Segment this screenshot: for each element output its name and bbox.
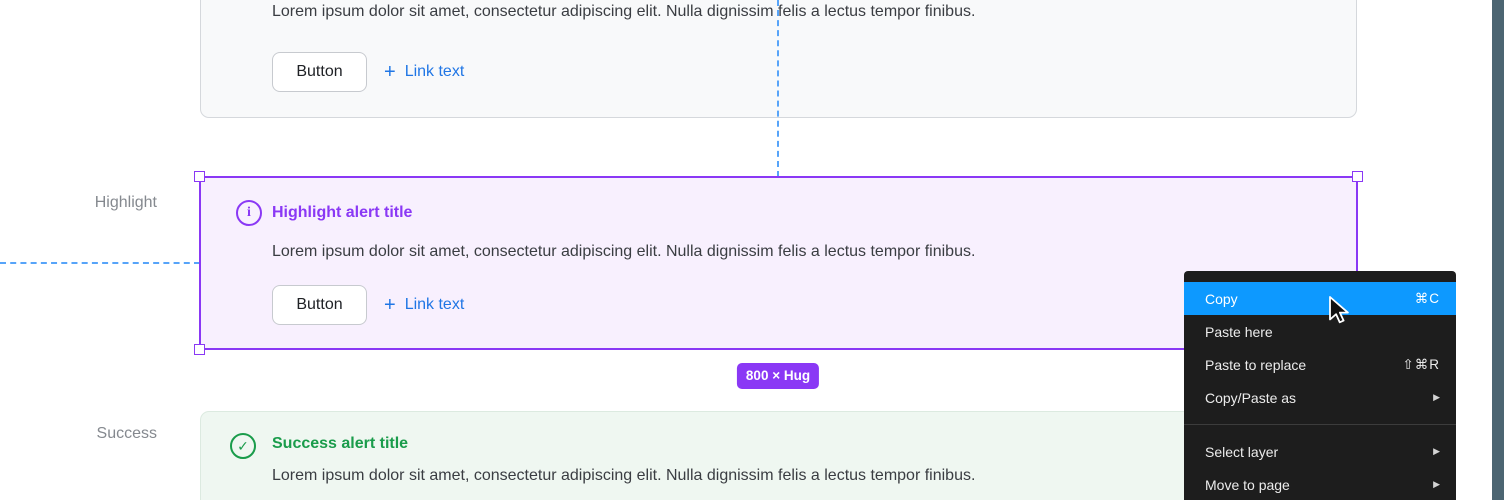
horizontal-alignment-guide [0, 262, 200, 264]
menu-item-move-to-page[interactable]: Move to page ▶ [1184, 468, 1456, 500]
highlight-alert-body: Lorem ipsum dolor sit amet, consectetur … [272, 243, 976, 260]
submenu-arrow-icon: ▶ [1433, 479, 1440, 489]
alert-link[interactable]: + Link text [384, 52, 464, 92]
menu-divider [1184, 424, 1456, 425]
menu-item-label: Copy [1205, 290, 1238, 307]
section-label-highlight: Highlight [94, 194, 157, 211]
menu-item-shortcut: ⇧⌘R [1402, 356, 1440, 372]
menu-item-label: Move to page [1205, 476, 1290, 493]
vertical-alignment-guide [777, 0, 779, 177]
check-circle-icon: ✓ [230, 433, 256, 459]
submenu-arrow-icon: ▶ [1433, 392, 1440, 402]
highlight-alert-title: Highlight alert title [272, 204, 413, 221]
alert-button[interactable]: Button [272, 52, 367, 92]
menu-item-label: Paste to replace [1205, 356, 1307, 373]
submenu-arrow-icon: ▶ [1433, 446, 1440, 456]
highlight-alert-link[interactable]: + Link text [384, 285, 464, 325]
alert-card-highlight[interactable] [200, 177, 1357, 349]
section-label-success: Success [96, 425, 157, 442]
highlight-alert-button[interactable]: Button [272, 285, 367, 325]
menu-item-copy[interactable]: Copy ⌘C [1184, 282, 1456, 315]
menu-item-label: Select layer [1205, 443, 1279, 460]
alert-card-success[interactable] [200, 411, 1357, 500]
menu-item-copy-paste-as[interactable]: Copy/Paste as ▶ [1184, 381, 1456, 414]
selection-handle-top-left[interactable] [194, 171, 205, 182]
link-text-label: Link text [404, 296, 465, 313]
menu-item-label: Paste here [1205, 323, 1273, 340]
right-edge-panel-strip [1492, 0, 1504, 500]
selection-size-badge: 800 × Hug [736, 363, 820, 389]
success-alert-body: Lorem ipsum dolor sit amet, consectetur … [272, 467, 976, 484]
context-menu: Copy ⌘C Paste here Paste to replace ⇧⌘R … [1184, 271, 1456, 500]
selection-handle-top-right[interactable] [1352, 171, 1363, 182]
success-alert-title: Success alert title [272, 435, 409, 452]
link-text-label: Link text [404, 63, 465, 80]
plus-icon: + [384, 294, 396, 316]
menu-item-shortcut: ⌘C [1414, 290, 1440, 306]
menu-item-label: Copy/Paste as [1205, 389, 1297, 406]
selection-outline [199, 176, 1358, 350]
alert-body-text: Lorem ipsum dolor sit amet, consectetur … [272, 3, 976, 20]
selection-handle-bottom-left[interactable] [194, 344, 205, 355]
menu-item-paste-here[interactable]: Paste here [1184, 315, 1456, 348]
plus-icon: + [384, 61, 396, 83]
info-icon: i [236, 200, 262, 226]
menu-item-select-layer[interactable]: Select layer ▶ [1184, 435, 1456, 468]
menu-item-paste-to-replace[interactable]: Paste to replace ⇧⌘R [1184, 348, 1456, 381]
